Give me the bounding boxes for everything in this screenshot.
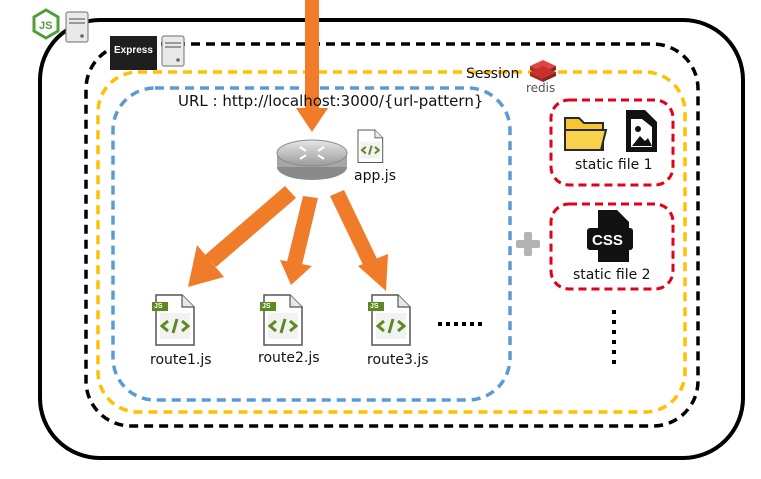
express-server-icon xyxy=(161,35,185,67)
static-file-1-label: static file 1 xyxy=(575,157,653,173)
css-file-icon xyxy=(587,210,633,262)
route3-js-badge: JS xyxy=(370,303,379,310)
static-file-2-container xyxy=(549,202,675,291)
nodejs-logo-text: JS xyxy=(39,20,52,32)
arrow-to-route3 xyxy=(330,190,388,291)
image-file-icon xyxy=(626,110,657,152)
redis-label: redis xyxy=(526,81,556,95)
app-js-file-icon xyxy=(357,129,384,164)
incoming-request-arrow xyxy=(296,0,328,132)
router-icon xyxy=(276,139,348,180)
express-container xyxy=(84,42,700,428)
nodejs-container xyxy=(38,18,745,460)
arrow-to-route2 xyxy=(280,196,318,285)
route1-label: route1.js xyxy=(150,352,212,368)
route2-js-badge: JS xyxy=(262,303,271,310)
folder-icon xyxy=(564,117,608,151)
session-label: Session xyxy=(466,66,520,82)
nodejs-logo-icon: JS xyxy=(32,8,60,40)
url-pattern-label: URL : http://localhost:3000/{url-pattern… xyxy=(178,92,484,110)
more-routes-ellipsis xyxy=(438,322,482,326)
session-container xyxy=(96,70,687,414)
express-logo-text: Express xyxy=(114,45,153,56)
redis-logo-icon xyxy=(530,60,556,82)
arrow-to-route1 xyxy=(188,186,296,287)
route2-label: route2.js xyxy=(258,350,320,366)
css-badge-label: CSS xyxy=(592,232,623,249)
more-static-files-ellipsis xyxy=(612,310,616,364)
route1-file-icon xyxy=(152,293,196,347)
express-logo-icon xyxy=(110,36,157,70)
static-file-2-label: static file 2 xyxy=(573,267,651,283)
app-js-label: app.js xyxy=(354,168,396,184)
node-server-icon xyxy=(65,11,89,43)
plus-icon xyxy=(516,232,540,256)
route3-label: route3.js xyxy=(367,352,429,368)
static-file-1-container xyxy=(549,98,675,187)
route1-js-badge: JS xyxy=(154,303,163,310)
route2-file-icon xyxy=(260,293,304,347)
route3-file-icon xyxy=(368,293,412,347)
